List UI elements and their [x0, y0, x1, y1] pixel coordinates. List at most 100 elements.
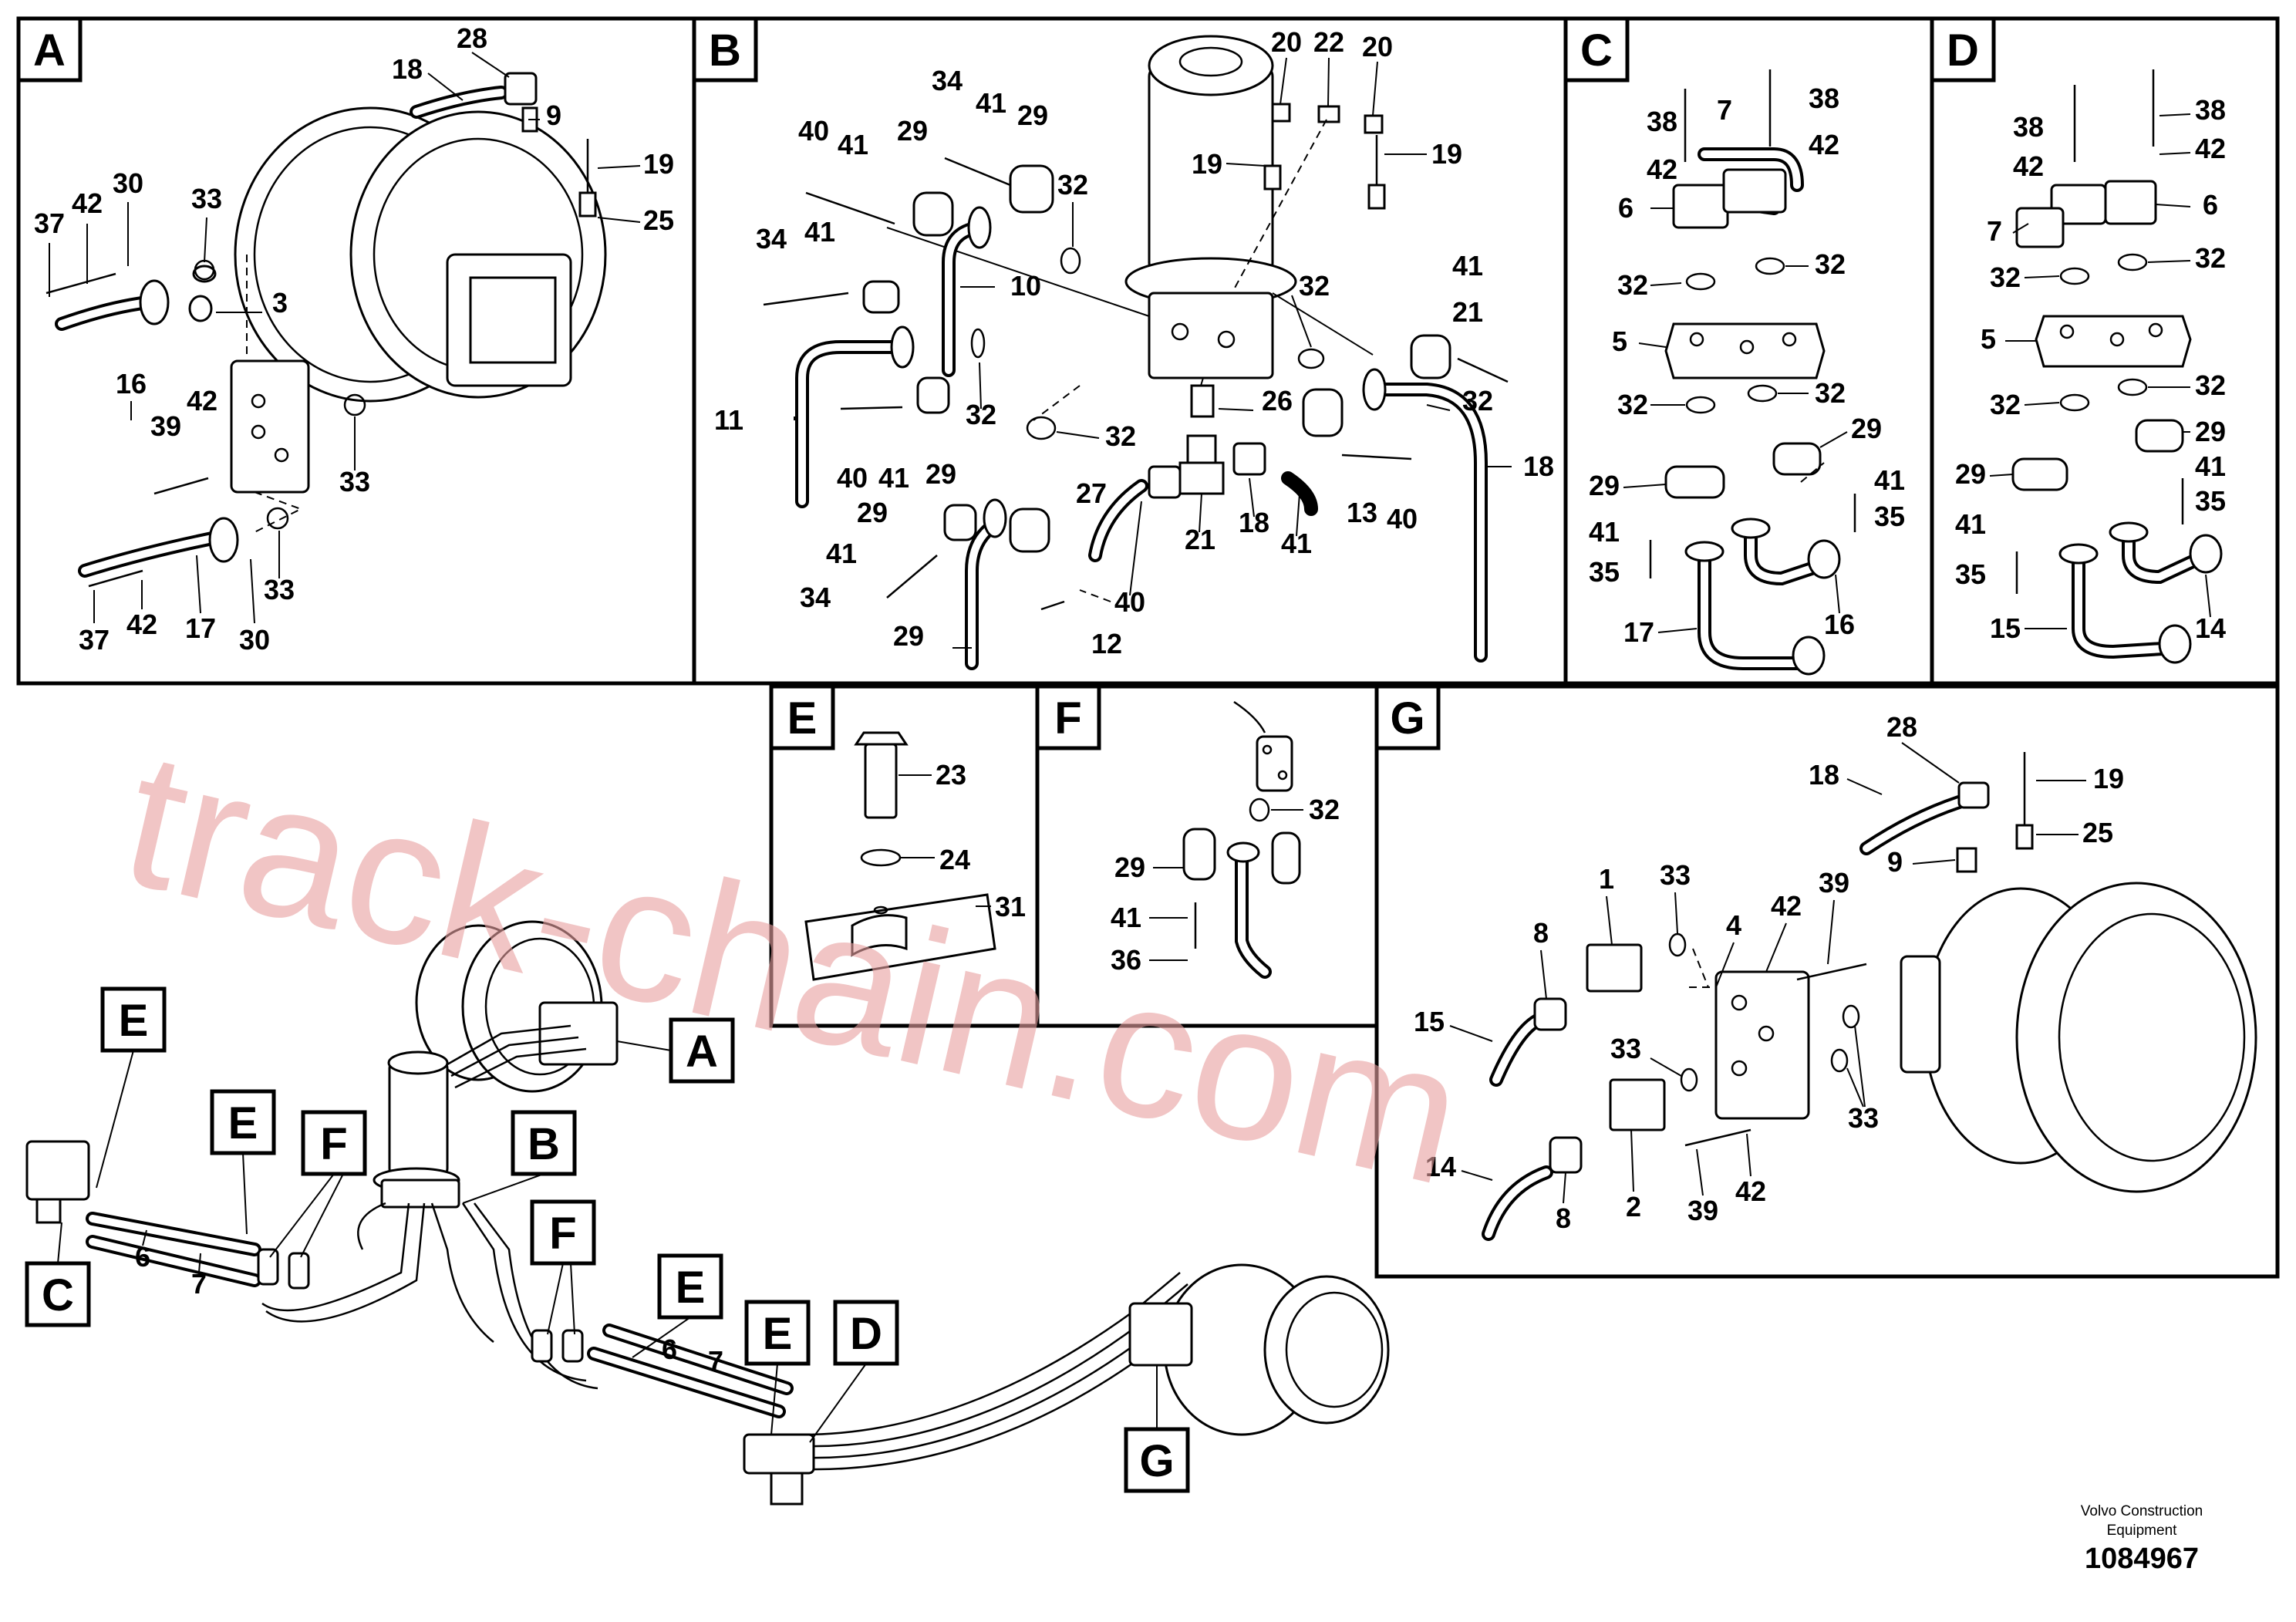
callout-number: 41	[1589, 516, 1620, 548]
callout: 42	[187, 385, 217, 416]
callout-number: 27	[1076, 477, 1107, 509]
callout-number: E	[228, 1098, 258, 1148]
panel-c-drawing	[1649, 69, 1856, 676]
callout-number: F	[320, 1119, 347, 1169]
callout-number: 17	[1623, 616, 1654, 648]
callout-number: 36	[1111, 944, 1141, 976]
callout-number: 23	[936, 759, 966, 791]
callout-number: 6	[2203, 189, 2218, 221]
callout-number: 13	[1347, 497, 1377, 528]
callout-number: 20	[1362, 31, 1393, 62]
callout-number: 41	[1452, 250, 1483, 282]
callout-number: 29	[925, 458, 956, 490]
footer-company-line1: Volvo Construction	[2081, 1503, 2203, 1519]
callout-number: 26	[1262, 385, 1293, 416]
callout-number: 29	[1017, 99, 1048, 131]
panel-g-leaders	[1449, 742, 2086, 1204]
panel-a-drawing	[46, 72, 607, 588]
callout-number: 8	[1533, 917, 1549, 949]
callout-number: 2	[1626, 1191, 1641, 1222]
callout: 18	[392, 53, 423, 85]
callout: 16	[116, 368, 147, 400]
callout: 9	[546, 99, 561, 131]
callout: 37	[34, 207, 65, 239]
callout-number: 29	[893, 620, 924, 652]
callout-number: 21	[1452, 296, 1483, 328]
callout: 3	[272, 287, 288, 319]
callout-number: D	[850, 1309, 882, 1359]
callout: 28	[457, 22, 487, 54]
callout-number: 24	[939, 844, 970, 875]
panel-g-drawing	[1482, 752, 2257, 1241]
callout-number: 35	[1589, 556, 1620, 588]
callout-number: 32	[1105, 420, 1136, 452]
callout-number: 41	[804, 216, 835, 248]
callout-number: 29	[857, 497, 888, 528]
callout-number: 4	[1726, 909, 1741, 941]
callout-number: 42	[1735, 1175, 1766, 1207]
callout-number: 41	[2195, 450, 2226, 482]
callout-number: 19	[1431, 138, 1462, 170]
panel-a-leaders	[49, 52, 641, 624]
callout-number: 39	[1687, 1195, 1718, 1226]
callout: 17	[185, 612, 216, 644]
callout-number: 41	[878, 462, 909, 494]
callout-number: 22	[1313, 26, 1344, 58]
callout-number: 40	[798, 115, 829, 147]
callout-number: 6	[1618, 192, 1633, 224]
callout-number: 16	[1824, 609, 1855, 640]
callout-number: 41	[1955, 508, 1986, 540]
callout-number: 6	[135, 1241, 150, 1273]
callout-number: 19	[2093, 763, 2124, 794]
callout-number: 32	[1617, 269, 1648, 301]
callout-number: 38	[2013, 111, 2044, 143]
callout-number: 34	[932, 65, 963, 96]
callout-number: 10	[1010, 270, 1041, 302]
overview-callouts: E A E F B C 6 7 E F E 6 7 E D G	[42, 996, 1175, 1486]
callout-number: 5	[1612, 325, 1627, 357]
callout: 39	[150, 410, 181, 442]
callout-number: 34	[756, 223, 787, 255]
callout: 42	[126, 609, 157, 640]
panel-label-g: G	[1390, 693, 1424, 744]
callout-number: 41	[838, 129, 868, 160]
panel-c-callouts: 38 7 38 42 42 6 32 32 5 32 32 29 41 29 4…	[1589, 83, 1905, 648]
callout-number: 28	[1886, 711, 1917, 743]
panel-d-leaders	[1989, 113, 2211, 629]
panel-b-leaders	[794, 57, 1512, 649]
callout-number: 42	[1809, 129, 1839, 160]
callout-number: 29	[1851, 413, 1882, 444]
callout-number: G	[1139, 1436, 1174, 1486]
callout-number: 19	[1192, 148, 1222, 180]
callout-number: E	[119, 996, 149, 1046]
panel-f-drawing	[1182, 700, 1301, 979]
callout-number: 42	[2013, 150, 2044, 182]
footer-company-line2: Equipment	[2107, 1523, 2178, 1539]
callout-number: 42	[2195, 133, 2226, 164]
callout-number: 7	[191, 1268, 207, 1300]
callout-number: 32	[1462, 385, 1493, 416]
panel-d-callouts: 38 38 42 42 6 7 32 32 5 32 32 29 41 29 4…	[1955, 94, 2226, 644]
callout-number: 41	[826, 538, 857, 569]
panel-b-drawing	[763, 35, 1509, 670]
callout-number: 1	[1599, 863, 1614, 895]
panel-label-f: F	[1054, 693, 1081, 744]
callout: 42	[72, 187, 103, 219]
callout-number: 8	[1556, 1202, 1571, 1234]
callout-number: 29	[897, 115, 928, 147]
panel-label-b: B	[709, 25, 741, 76]
panel-label-c: C	[1580, 25, 1613, 76]
callout-number: 14	[1425, 1151, 1456, 1182]
callout: 25	[643, 204, 674, 236]
callout: 33	[191, 183, 222, 214]
panel-e-drawing	[804, 731, 996, 981]
callout-number: 18	[1809, 759, 1839, 791]
callout-number: 40	[1387, 503, 1418, 534]
callout-number: 7	[1717, 94, 1732, 126]
callout-number: 15	[1414, 1006, 1445, 1037]
callout-number: 9	[1887, 846, 1903, 878]
callout-number: 12	[1091, 628, 1122, 659]
callout-number: F	[549, 1209, 576, 1259]
callout-number: 39	[1819, 867, 1849, 899]
callout-number: 32	[1815, 248, 1846, 280]
